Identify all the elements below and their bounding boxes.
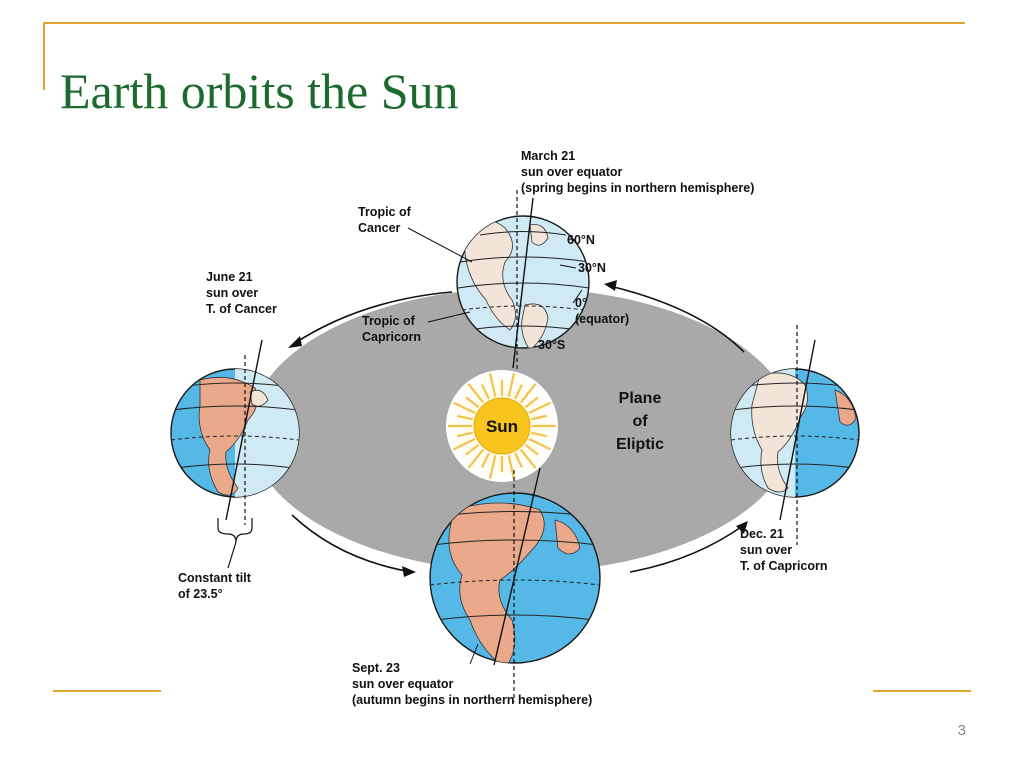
earth-december	[730, 325, 860, 545]
lat-30s-label: 30°S	[538, 338, 565, 352]
sun-ray	[528, 438, 552, 451]
sept-label-line-3: (autumn begins in northern hemisphere)	[352, 693, 592, 707]
earth-september	[429, 467, 601, 702]
plane-label-line-1: Plane	[619, 390, 662, 407]
june-label-line-2: sun over	[206, 286, 258, 300]
tilt-label-line-1: Constant tilt	[178, 571, 252, 585]
june-label-line-3: T. of Cancer	[206, 302, 277, 316]
lat-equator-paren-label: (equator)	[575, 312, 629, 326]
march-label-line-1: March 21	[521, 149, 575, 163]
sun-ray	[531, 431, 548, 438]
arrow-heads	[288, 280, 748, 577]
bottom-left-line	[53, 690, 161, 692]
sun-ray	[465, 443, 480, 456]
sun-ray	[481, 452, 490, 468]
sun-ray	[531, 414, 548, 421]
left-border-line	[43, 22, 45, 90]
earth-march	[456, 190, 590, 370]
march-label-line-2: sun over equator	[521, 165, 623, 179]
sept-label-line-1: Sept. 23	[352, 661, 400, 675]
sun-ray	[456, 414, 473, 421]
sun-ray	[481, 384, 490, 400]
slide-title: Earth orbits the Sun	[60, 63, 459, 119]
plane-label-line-2: of	[632, 413, 648, 430]
tropic-capricorn-leader	[427, 311, 471, 323]
bottom-right-line	[873, 690, 971, 692]
sept-label-line-2: sun over equator	[352, 677, 454, 691]
arrowhead-sept	[402, 566, 416, 577]
arrowhead-dec	[736, 521, 748, 534]
sun-ray	[507, 373, 516, 397]
sun-ray	[452, 401, 476, 414]
tropic-cancer-label-line-1: Tropic of	[358, 205, 412, 219]
page-number: 3	[957, 722, 966, 739]
arrow-march-to-june	[291, 291, 453, 346]
lat-60n-label: 60°N	[567, 233, 595, 247]
orbit-arrows	[291, 285, 745, 573]
sun-ray	[488, 455, 497, 479]
sun-ray	[456, 431, 473, 438]
june-label-line-1: June 21	[206, 270, 253, 284]
tropic-capricorn-label-line-1: Tropic of	[362, 314, 416, 328]
sun-ray	[488, 373, 497, 397]
sun-ray	[452, 438, 476, 451]
lat-equator-leader	[572, 289, 583, 304]
arrowhead-june	[288, 336, 302, 348]
arrow-dec-to-march	[609, 285, 745, 353]
sept-leader	[469, 643, 479, 665]
sun-ray	[514, 452, 523, 468]
tilt-bracket	[217, 518, 253, 543]
lat-equator-label: 0°	[575, 296, 587, 310]
sun-label: Sun	[486, 417, 518, 436]
march-label-line-3: (spring begins in northern hemisphere)	[521, 181, 754, 195]
tilt-label-line-2: of 23.5°	[178, 587, 223, 601]
sun-ray	[514, 384, 523, 400]
sun-ray	[524, 443, 539, 456]
sun-ray	[507, 455, 516, 479]
sun-ray	[467, 383, 485, 404]
sun-ray	[519, 383, 537, 404]
arrow-sept-to-dec	[629, 524, 745, 573]
sun-ray	[467, 448, 485, 469]
arrowhead-march	[604, 280, 617, 291]
dec-label-line-2: sun over	[740, 543, 792, 557]
earth-june	[170, 339, 300, 569]
sun-ray	[524, 396, 539, 409]
tropic-capricorn-label-line-2: Capricorn	[362, 330, 421, 344]
tropic-cancer-label-line-2: Cancer	[358, 221, 401, 235]
plane-label-line-3: Eliptic	[616, 436, 664, 453]
sun-rays	[448, 373, 556, 479]
lat-30n-label: 30°N	[578, 261, 606, 275]
lat-30n-leader	[559, 264, 577, 269]
top-border-line	[43, 22, 965, 24]
sun-ray	[519, 448, 537, 469]
sun-ray	[465, 396, 480, 409]
sun-disc	[473, 397, 531, 455]
dec-label-line-1: Dec. 21	[740, 527, 784, 541]
tropic-cancer-leader	[407, 227, 473, 263]
sun-ray	[528, 401, 552, 414]
arrow-june-to-sept	[291, 514, 413, 573]
dec-label-line-3: T. of Capricorn	[740, 559, 828, 573]
